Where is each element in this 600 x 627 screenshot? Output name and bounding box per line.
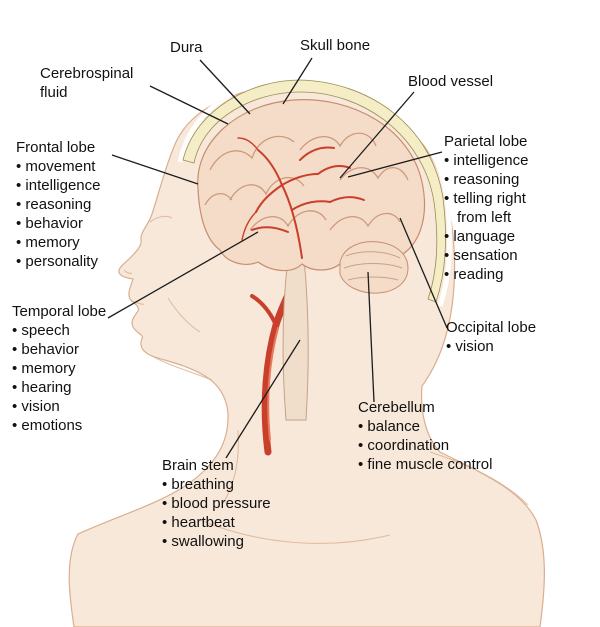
leader-blood-vessel (339, 91, 415, 179)
skull-bone-label-title: Skull bone (300, 37, 371, 54)
brain-stem-label: Brain stem breathingblood pressureheartb… (162, 456, 312, 551)
brain-stem-items: breathingblood pressureheartbeatswallowi… (162, 475, 312, 551)
occipital-lobe-label: Occipital lobe vision (446, 318, 572, 356)
bullet-item: reasoning (444, 170, 560, 189)
leader-temporal-lobe (107, 231, 259, 319)
frontal-lobe-items: movementintelligencereasoningbehaviormem… (16, 157, 128, 271)
leader-parietal-lobe (347, 151, 443, 178)
occipital-lobe-items: vision (446, 337, 572, 356)
bullet-item: movement (16, 157, 128, 176)
bullet-item: coordination (358, 436, 533, 455)
skull-band (182, 79, 447, 303)
bullet-item: heartbeat (162, 513, 312, 532)
bullet-item: personality (16, 252, 128, 271)
temporal-lobe-title: Temporal lobe (12, 303, 107, 320)
csf-label: Cerebrospinal fluid (40, 64, 152, 102)
cerebellum-label: Cerebellum balancecoordinationfine muscl… (358, 398, 533, 474)
bullet-item: behavior (16, 214, 128, 233)
skull-bone-label: Skull bone (300, 36, 370, 55)
parietal-lobe-label: Parietal lobe intelligencereasoningtelli… (444, 132, 560, 284)
blood-vessel-label: Blood vessel (408, 72, 493, 91)
bullet-item: sensation (444, 246, 560, 265)
bullet-item: reasoning (16, 195, 128, 214)
cerebellum-shape (339, 241, 409, 294)
brain-stem-title: Brain stem (162, 457, 234, 474)
leader-occipital-lobe (399, 217, 448, 329)
leader-brain-stem (225, 339, 301, 459)
frontal-lobe-title: Frontal lobe (16, 139, 96, 156)
brain-blood-vessels (237, 137, 365, 259)
bullet-item: intelligence (444, 151, 560, 170)
bullet-item: behavior (12, 340, 124, 359)
occipital-lobe-title: Occipital lobe (446, 319, 537, 336)
bullet-item: vision (446, 337, 572, 356)
bullet-item: intelligence (16, 176, 128, 195)
dura-label-title: Dura (170, 39, 203, 56)
bullet-item: fine muscle control (358, 455, 533, 474)
cerebellum-title: Cerebellum (358, 399, 435, 416)
bullet-item: balance (358, 417, 533, 436)
bullet-item: memory (12, 359, 124, 378)
bullet-item: vision (12, 397, 124, 416)
bullet-item: reading (444, 265, 560, 284)
bullet-item: language (444, 227, 560, 246)
temporal-lobe-label: Temporal lobe speechbehaviormemoryhearin… (12, 302, 124, 435)
leader-dura (199, 59, 251, 115)
bullet-item: hearing (12, 378, 124, 397)
dura-label: Dura (170, 38, 203, 57)
brain-stem-shape (282, 257, 309, 421)
csf-label-title: Cerebrospinal fluid (40, 65, 134, 101)
bullet-item: speech (12, 321, 124, 340)
temporal-lobe-items: speechbehaviormemoryhearingvisionemotion… (12, 321, 124, 435)
leader-skull-bone (282, 57, 313, 105)
bullet-item: memory (16, 233, 128, 252)
bullet-item: swallowing (162, 532, 312, 551)
cerebellum-items: balancecoordinationfine muscle control (358, 417, 533, 474)
leader-lines (107, 57, 448, 459)
bullet-item: breathing (162, 475, 312, 494)
parietal-lobe-title: Parietal lobe (444, 133, 528, 150)
blood-vessel-label-title: Blood vessel (408, 73, 494, 90)
bullet-item: telling right from left (444, 189, 560, 227)
bullet-item: emotions (12, 416, 124, 435)
leader-cerebellum (367, 271, 375, 403)
parietal-lobe-items: intelligencereasoningtelling right from … (444, 151, 560, 284)
frontal-lobe-label: Frontal lobe movementintelligencereasoni… (16, 138, 128, 271)
leader-csf (149, 85, 229, 125)
bullet-item: blood pressure (162, 494, 312, 513)
